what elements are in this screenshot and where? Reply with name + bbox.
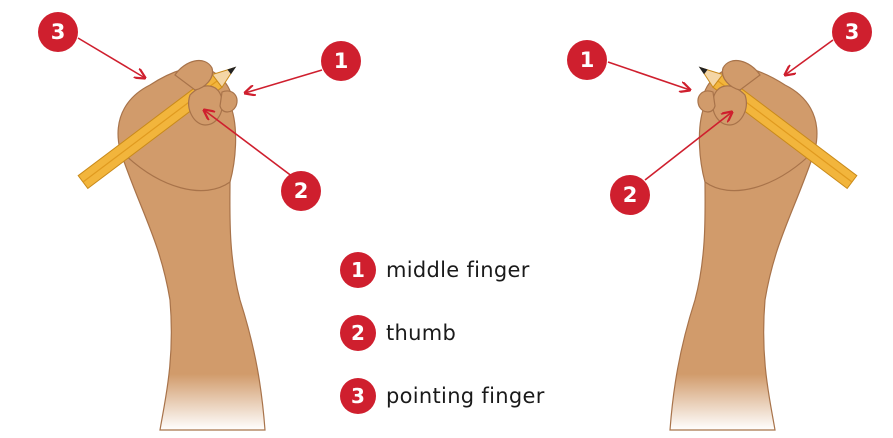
left-marker-2: 2	[281, 171, 321, 211]
left-arm	[120, 150, 265, 430]
right-arrow-1	[608, 62, 690, 90]
legend-number-badge: 2	[340, 315, 376, 351]
right-hand-illustration	[670, 60, 857, 430]
legend-item-pointing-finger: 3 pointing finger	[340, 376, 545, 416]
right-thumb	[713, 86, 747, 125]
legend-label: thumb	[386, 321, 456, 345]
legend-label: pointing finger	[386, 384, 545, 408]
left-marker-1: 1	[321, 41, 361, 81]
left-arrow-1	[245, 70, 322, 93]
right-marker-3: 3	[832, 12, 872, 52]
left-hand-illustration	[78, 60, 265, 430]
legend-number-badge: 1	[340, 252, 376, 288]
legend-item-middle-finger: 1 middle finger	[340, 250, 530, 290]
right-arrow-3	[785, 40, 833, 75]
legend-number-badge: 3	[340, 378, 376, 414]
right-marker-1: 1	[567, 40, 607, 80]
legend-label: middle finger	[386, 258, 530, 282]
left-marker-3: 3	[38, 12, 78, 52]
right-middle-finger	[698, 91, 715, 112]
right-arm	[670, 150, 815, 430]
left-middle-finger	[220, 91, 237, 112]
left-arrow-3	[78, 38, 145, 78]
legend-item-thumb: 2 thumb	[340, 313, 456, 353]
right-marker-2: 2	[610, 175, 650, 215]
